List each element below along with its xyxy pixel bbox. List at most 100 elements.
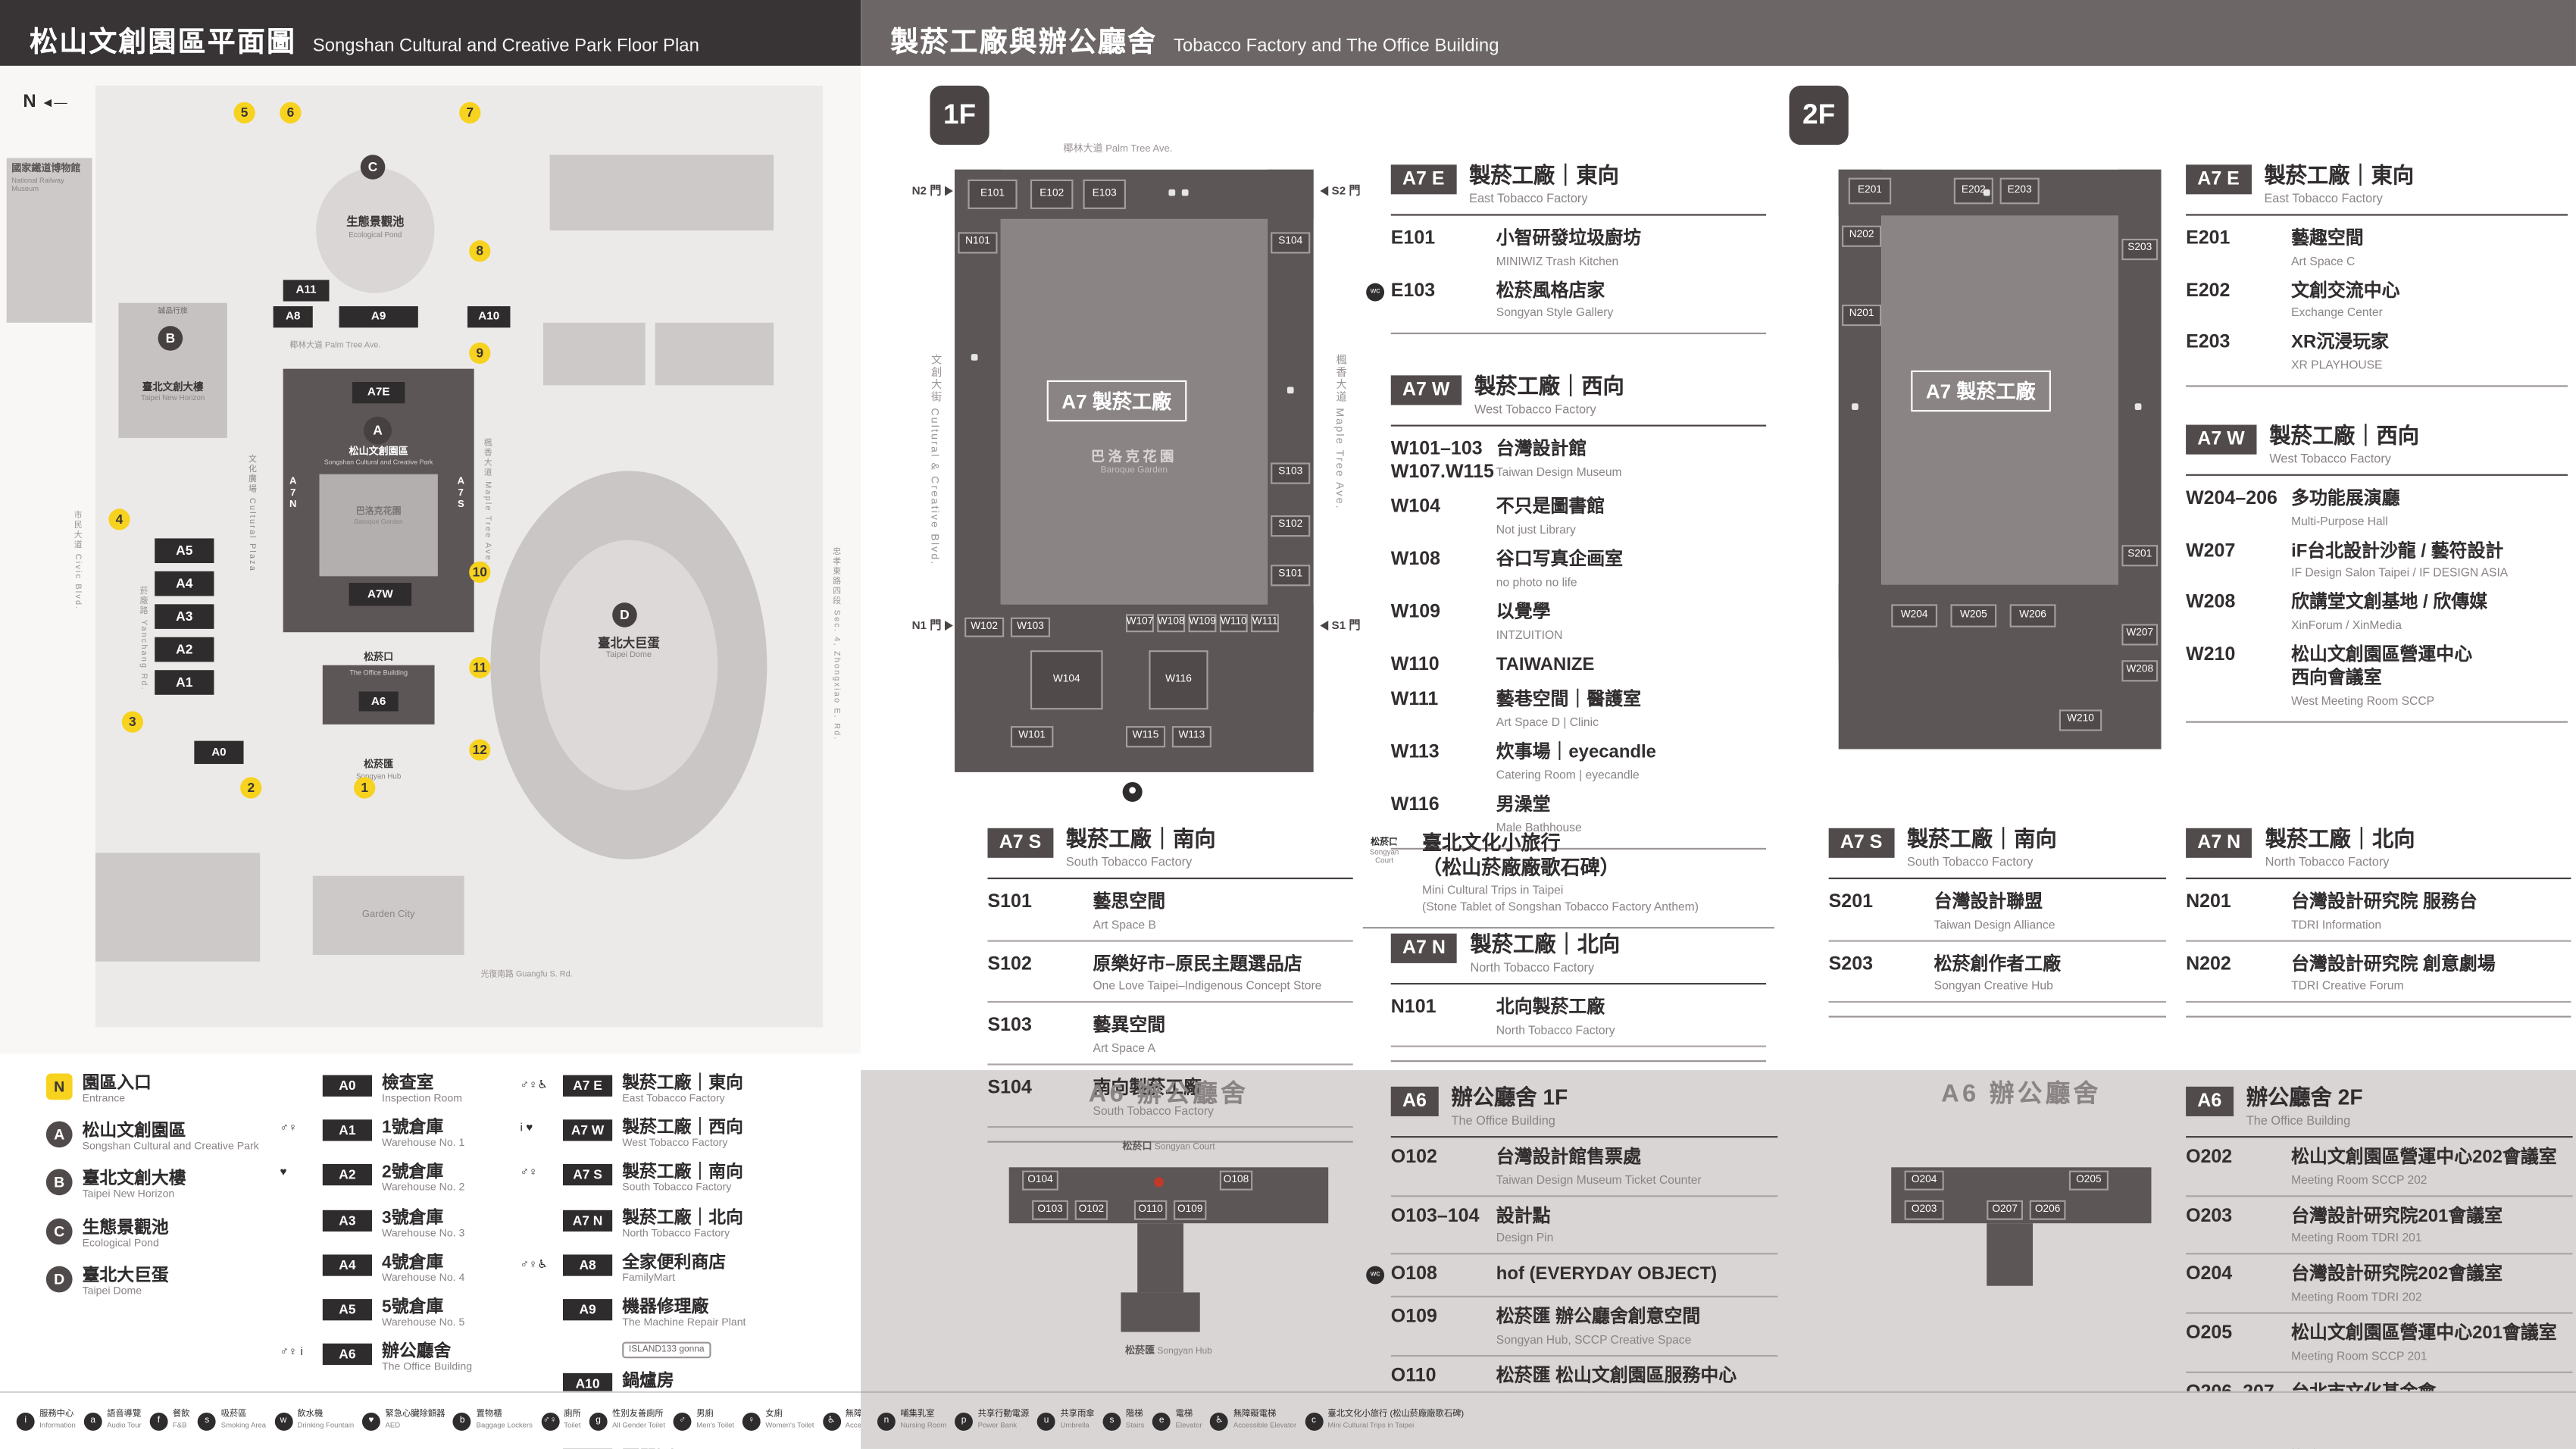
block-a7e: A7E <box>352 382 405 404</box>
songyan-hub-label: 松菸匯 Songyan Hub <box>356 760 402 781</box>
legend-row: ♂♀ i A6 辦公廳舍 The Office Building <box>280 1341 473 1374</box>
facility-item: s 階梯 Stairs <box>1102 1410 1144 1430</box>
map-point-4: 4 <box>108 509 130 530</box>
facility-icon <box>2134 403 2141 409</box>
a7n-wing-label: A7N <box>288 477 299 512</box>
room-w115: W115 <box>1125 726 1166 748</box>
facility-icon: u <box>1037 1411 1056 1430</box>
amenities-icons: ♂♀♿ <box>520 1080 548 1092</box>
legend-row: ♂♀ A1 1號倉庫 Warehouse No. 1 <box>280 1118 465 1150</box>
a7-label: A7 製菸工廠 <box>1911 370 2051 412</box>
pin-c: C <box>360 155 386 180</box>
room-e201: E201 <box>1848 177 1892 205</box>
room-w210: W210 <box>2059 709 2102 731</box>
legend-badge: A5 <box>322 1298 372 1321</box>
a6-plan-2f: A6 辦公廳舍 O204 O205 O203 O207 O206 <box>1865 1075 2177 1388</box>
north-indicator: N ◄— <box>23 92 67 112</box>
legend-marker: C <box>45 1217 73 1244</box>
facility-item: s 吸菸區 Smoking Area <box>198 1410 266 1430</box>
legend-row: ♥ A2 2號倉庫 Warehouse No. 2 <box>280 1163 465 1195</box>
map-point-2: 2 <box>240 777 262 799</box>
legend-badge: A4 <box>322 1253 372 1276</box>
block-a1: A1 <box>155 670 214 695</box>
section-badge: A7 W <box>2186 424 2256 455</box>
section-badge: A7 N <box>1390 933 1458 963</box>
legend-row: C 生態景觀池 Ecological Pond <box>45 1217 313 1251</box>
section-badge: A6 <box>2186 1086 2234 1116</box>
legend-badge: A0 <box>322 1075 372 1097</box>
facility-icon: a <box>83 1411 102 1430</box>
right-header: 製菸工廠與辦公廳舍 Tobacco Factory and The Office… <box>861 0 2576 66</box>
baroque-garden-1f <box>1000 218 1268 605</box>
civic-blvd-label: 市民大道 Civic Blvd. <box>72 510 83 611</box>
tenant-tag: ISLAND133 gonna <box>622 1341 711 1359</box>
amenities-icons: ♂♀♿ <box>520 1259 548 1271</box>
neighbor-block <box>549 155 774 231</box>
section-badge: A7 E <box>2186 164 2252 195</box>
amenities-icons: ♂♀ <box>520 1168 538 1180</box>
facility-icon: b <box>453 1411 472 1430</box>
legend-buildings-a: A0 檢查室 Inspection Room ♂♀ A1 1號倉庫 Wareho… <box>280 1073 550 1386</box>
a7s-wing-label: A7S <box>455 477 466 512</box>
guangfu-rd-label: 光復南路 Guangfu S. Rd. <box>480 969 573 980</box>
room-n201: N201 <box>1842 304 1882 327</box>
block-a2: A2 <box>155 637 214 662</box>
facility-icon <box>1168 189 1175 196</box>
facility-item: c 臺北文化小旅行 (松山菸廠廠歌石碑) Mini Cultural Trips… <box>1305 1410 1464 1430</box>
railway-museum-label: 國家鐵道博物館 <box>11 164 81 175</box>
facility-icon: c <box>1305 1411 1323 1430</box>
tobacco-factory-panel: 製菸工廠與辦公廳舍 Tobacco Factory and The Office… <box>861 0 2576 1449</box>
legend-row: A9 機器修理廠 The Machine Repair Plant ISLAND… <box>562 1297 852 1360</box>
legend-row: A4 4號倉庫 Warehouse No. 4 <box>322 1253 550 1286</box>
map-point-7: 7 <box>459 102 481 124</box>
maple-ave-label: 楓香大道 Maple Tree Ave. <box>482 437 492 566</box>
room-o108: O108 <box>1219 1170 1253 1191</box>
gate-s1: S1 門 <box>1320 618 1361 634</box>
block-a9: A9 <box>339 306 418 328</box>
facility-item: ♿ 無障礙電梯 Accessible Elevator <box>1210 1410 1296 1430</box>
legend-marker: N <box>45 1073 73 1100</box>
baroque-garden-label: 巴洛克花園 Baroque Garden <box>354 507 403 525</box>
legend-row: ♂♀♿ A7 E 製菸工廠｜東向 East Tobacco Factory <box>520 1073 743 1105</box>
gate-n1: N1 門 <box>912 618 953 634</box>
floorplan-2f: A7 製菸工廠 E201 E202 E203 N202 N201 S203 S2… <box>1819 140 2191 815</box>
legend-badge: A6 <box>322 1344 372 1366</box>
block-a4: A4 <box>155 571 214 596</box>
songyan-court-label: 松菸口 <box>364 653 394 664</box>
room-o204: O204 <box>1904 1170 1944 1191</box>
room-w108: W108 <box>1157 614 1186 633</box>
map-point-1: 1 <box>354 777 376 799</box>
amenities-icons: i ♥ <box>520 1123 533 1135</box>
left-header: 松山文創園區平面圖 Songshan Cultural and Creative… <box>0 0 861 66</box>
facility-icon: ♿ <box>822 1411 841 1430</box>
room-o109: O109 <box>1173 1200 1207 1220</box>
facility-item: n 哺集乳室 Nursing Room <box>877 1410 946 1430</box>
facility-icon: ♥ <box>362 1411 380 1430</box>
legend-row: ♂♀ A7 S 製菸工廠｜南向 South Tobacco Factory <box>520 1163 743 1195</box>
block-a3: A3 <box>155 604 214 629</box>
garden-city-block: Garden City <box>312 875 464 956</box>
legend-badge: A3 <box>322 1209 372 1231</box>
palm-ave-label: 椰林大道 Palm Tree Ave. <box>289 340 381 351</box>
a6-plan-1f: A6 辦公廳舍 松菸口 Songyan Court O104 O103 O102… <box>980 1075 1358 1388</box>
a6-title: A6 辦公廳舍 <box>1941 1080 2102 1109</box>
information-icon <box>1153 1177 1164 1188</box>
amenities-icons: ♥ <box>280 1168 287 1180</box>
room-s104: S104 <box>1271 232 1311 254</box>
room-o102: O102 <box>1074 1200 1108 1220</box>
maple-ave-label: 楓香大道 Maple Tree Ave. <box>1333 354 1345 510</box>
baroque-garden-label: 巴洛克花園 Baroque Garden <box>1090 447 1177 476</box>
legend: N 園區入口 Entrance A 松山文創園區 Songshan Cultur… <box>0 1053 861 1449</box>
park-map-panel: 松山文創園區平面圖 Songshan Cultural and Creative… <box>0 0 861 1449</box>
